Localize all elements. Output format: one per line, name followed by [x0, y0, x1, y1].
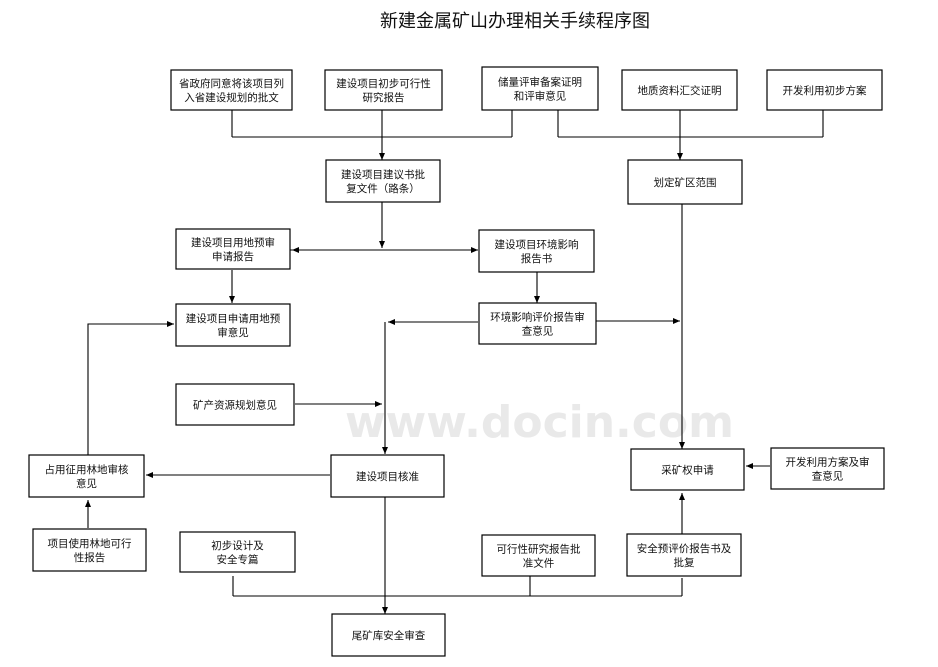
node-approval: 建设项目核准: [330, 454, 445, 498]
node-box: [175, 303, 291, 347]
node-box: [324, 69, 443, 111]
diagram-title: 新建金属矿山办理相关手续程序图: [380, 11, 650, 32]
node-box: [627, 159, 743, 205]
node-mineral-plan: 矿产资源规划意见: [175, 383, 295, 426]
node-box: [481, 534, 596, 577]
node-box: [170, 69, 293, 111]
node-label-line: 意见: [76, 477, 97, 490]
node-box: [32, 528, 147, 572]
flowchart-nodes: 省政府同意将该项目列入省建设规划的批文建设项目初步可行性研究报告储量评审备案证明…: [28, 66, 885, 657]
node-label-line: 申请报告: [212, 250, 254, 263]
node-label-line: 开发利用初步方案: [783, 84, 867, 97]
node-label-line: 项目使用林地可行: [48, 537, 132, 550]
node-box: [331, 613, 446, 657]
node-box: [478, 302, 597, 345]
node-mining-area: 划定矿区范围: [627, 159, 743, 205]
node-label-line: 占用征用林地审核: [45, 463, 129, 476]
node-box: [770, 447, 885, 490]
node-devplan: 开发利用初步方案: [766, 69, 883, 111]
node-label-line: 查意见: [522, 325, 554, 338]
node-label-line: 查意见: [812, 470, 844, 483]
node-label-line: 采矿权申请: [661, 464, 714, 477]
node-geology: 地质资料汇交证明: [621, 69, 738, 111]
node-box: [175, 228, 291, 270]
node-box: [330, 454, 445, 498]
node-label-line: 建设项目初步可行性: [336, 77, 431, 90]
node-label-line: 准文件: [523, 557, 555, 570]
node-label-line: 建设项目申请用地预: [186, 312, 281, 325]
node-mining-right: 采矿权申请: [630, 448, 745, 491]
node-label-line: 划定矿区范围: [654, 176, 717, 189]
node-label-line: 性报告: [74, 551, 106, 564]
node-label-line: 地质资料汇交证明: [638, 84, 722, 97]
node-box: [630, 448, 745, 491]
node-box: [28, 454, 145, 498]
node-box: [179, 531, 296, 573]
node-label-line: 安全专篇: [217, 553, 259, 566]
node-box: [766, 69, 883, 111]
node-label-line: 建设项目核准: [356, 470, 419, 483]
node-box: [481, 66, 599, 111]
node-box: [175, 383, 295, 426]
node-label-line: 建设项目用地预审: [191, 236, 275, 249]
node-label-line: 建设项目建议书批: [341, 168, 425, 181]
node-tailings: 尾矿库安全审查: [331, 613, 446, 657]
node-label-line: 安全预评价报告书及: [637, 542, 732, 555]
node-box: [621, 69, 738, 111]
node-label-line: 尾矿库安全审查: [352, 629, 426, 642]
node-box: [478, 229, 595, 273]
node-label-line: 建设项目环境影响: [495, 238, 579, 251]
node-label-line: 复文件（路条）: [346, 182, 420, 195]
node-box: [325, 159, 441, 203]
node-box: [626, 533, 742, 577]
node-label-line: 研究报告: [363, 91, 405, 104]
connectors: [85, 110, 824, 614]
node-label-line: 开发利用方案及审: [786, 456, 870, 469]
node-label-line: 初步设计及: [211, 539, 264, 552]
node-label-line: 可行性研究报告批: [497, 543, 581, 556]
node-label-line: 储量评审备案证明: [498, 76, 582, 89]
node-label-line: 审意见: [217, 326, 249, 339]
node-label-line: 省政府同意将该项目列: [179, 77, 284, 90]
node-label-line: 入省建设规划的批文: [184, 91, 279, 104]
node-label-line: 矿产资源规划意见: [193, 399, 277, 412]
node-label-line: 环境影响评价报告审: [490, 311, 585, 324]
watermark: www.docin.com: [345, 397, 734, 448]
node-label-line: 报告书: [521, 252, 553, 265]
node-label-line: 批复: [674, 556, 695, 569]
node-label-line: 和评审意见: [514, 90, 567, 103]
